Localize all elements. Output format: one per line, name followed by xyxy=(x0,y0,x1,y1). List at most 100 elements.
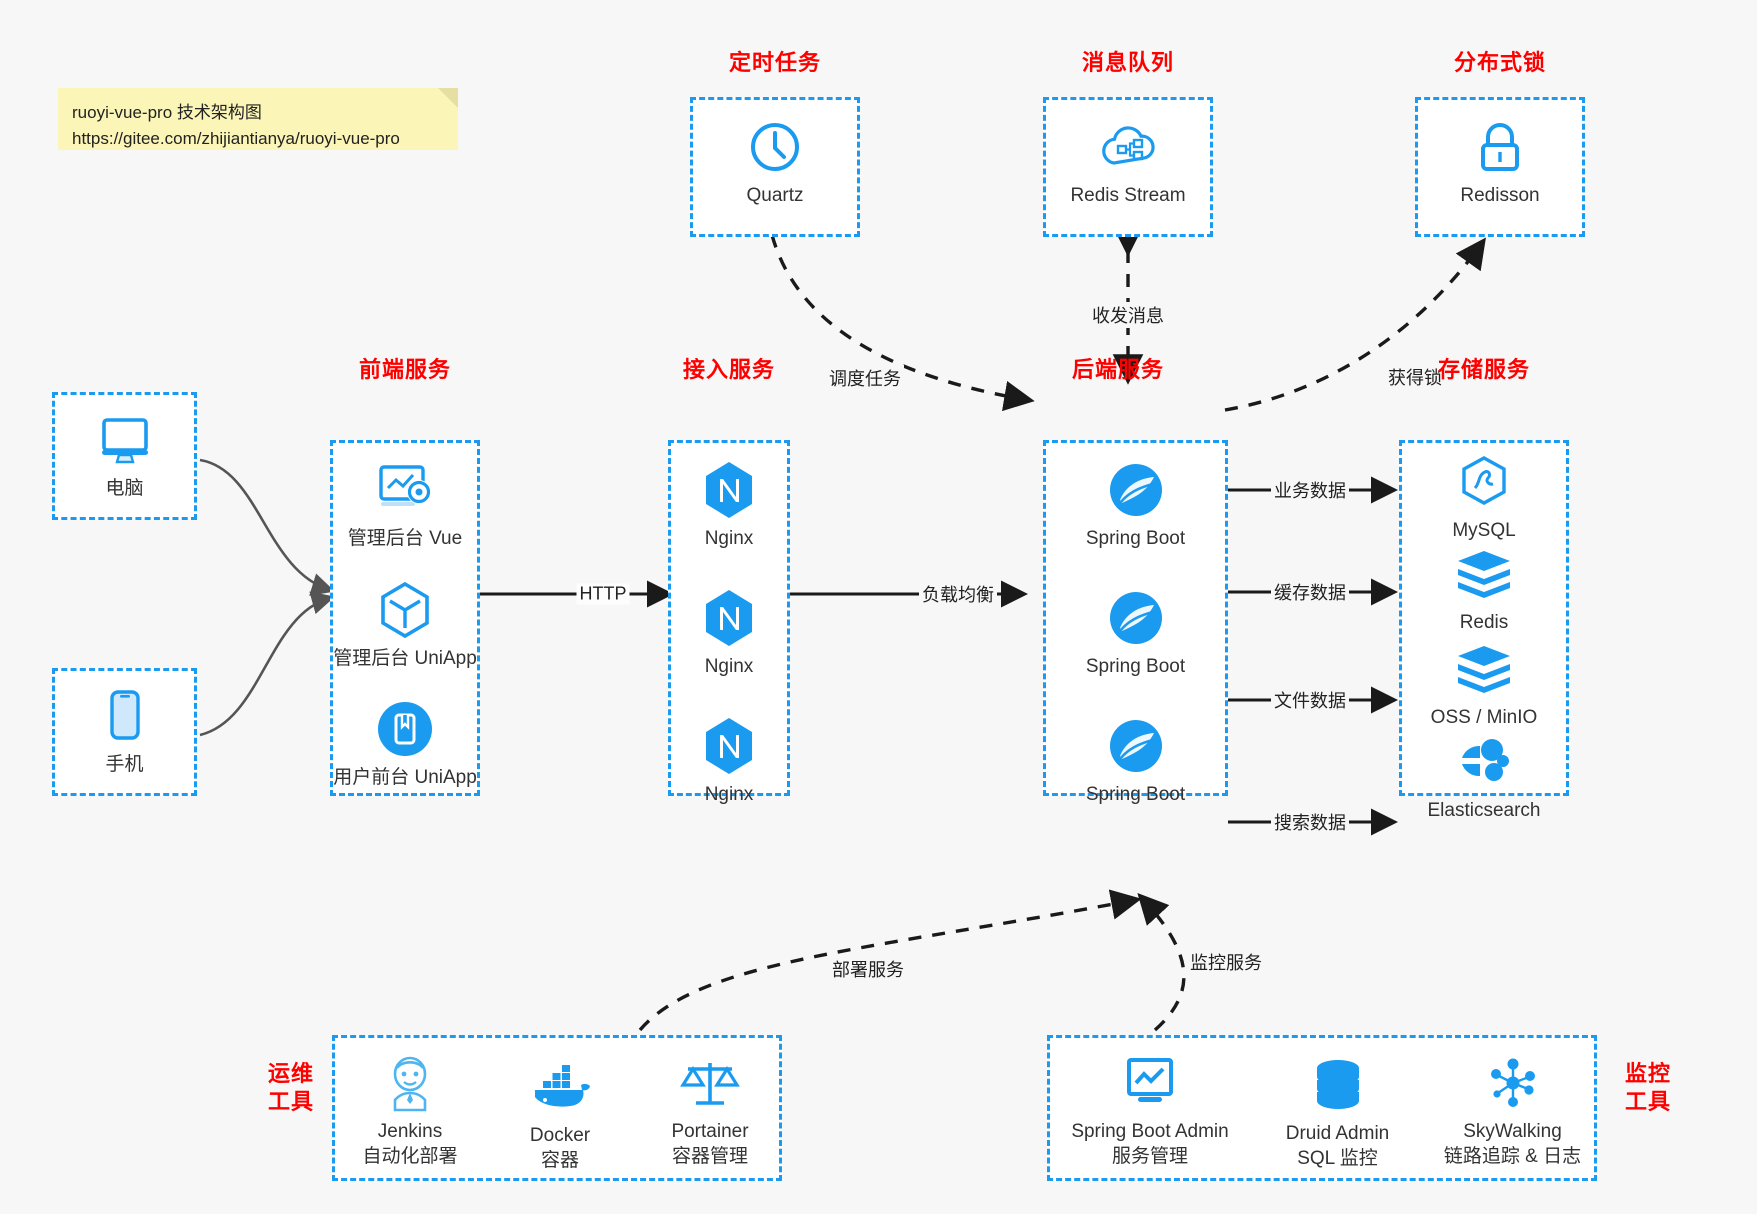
hex-cube-icon xyxy=(333,579,477,641)
node-redisson[interactable]: Redisson xyxy=(1418,116,1582,208)
node-spring-boot-2[interactable]: Spring Boot xyxy=(1046,587,1225,679)
group-title-storage: 存储服务 xyxy=(1437,357,1530,382)
node-label: Spring Boot xyxy=(1085,656,1186,677)
node-docker[interactable]: Docker 容器 xyxy=(485,1056,635,1173)
node-spring-boot-1[interactable]: Spring Boot xyxy=(1046,459,1225,551)
note-line-1: ruoyi-vue-pro 技术架构图 xyxy=(72,103,262,122)
node-druid-admin[interactable]: Druid Admin SQL 监控 xyxy=(1250,1054,1425,1171)
node-spring-boot-admin[interactable]: Spring Boot Admin 服务管理 xyxy=(1050,1052,1250,1169)
node-label: Elasticsearch xyxy=(1427,800,1541,821)
node-sublabel: 链路追踪 & 日志 xyxy=(1443,1145,1582,1167)
node-label: Docker xyxy=(529,1125,591,1146)
node-skywalking[interactable]: SkyWalking 链路追踪 & 日志 xyxy=(1425,1052,1600,1169)
node-mysql[interactable]: MySQL xyxy=(1402,451,1566,543)
monitor-chart-icon xyxy=(1050,1052,1250,1114)
group-title-monitor-line-1: 监控 xyxy=(1624,1061,1671,1086)
group-title-gateway: 接入服务 xyxy=(682,357,775,382)
group-title-frontend: 前端服务 xyxy=(358,357,451,382)
edge-label-http: HTTP xyxy=(576,583,630,605)
edge-label-monitor-service: 监控服务 xyxy=(1187,949,1265,975)
node-label: Quartz xyxy=(746,185,804,206)
node-sublabel: 容器管理 xyxy=(671,1145,748,1167)
node-sublabel: SQL 监控 xyxy=(1297,1147,1378,1169)
node-label: 手机 xyxy=(105,754,144,775)
node-sublabel: 服务管理 xyxy=(1111,1145,1188,1167)
docker-icon xyxy=(485,1056,635,1118)
group-title-monitor-line-2: 工具 xyxy=(1624,1088,1671,1114)
node-phone[interactable]: 手机 xyxy=(55,685,194,777)
node-label: Nginx xyxy=(704,784,754,805)
node-pc[interactable]: 电脑 xyxy=(55,409,194,501)
group-title-monitor: 监控 工具 xyxy=(1613,1060,1683,1115)
group-title-devops: 运维 工具 xyxy=(256,1060,326,1115)
node-nginx-1[interactable]: Nginx xyxy=(671,459,787,551)
node-quartz[interactable]: Quartz xyxy=(693,116,857,208)
node-label: Jenkins xyxy=(377,1121,443,1142)
edge-label-file-data: 文件数据 xyxy=(1271,687,1349,713)
edge-label-acquire-lock: 获得锁 xyxy=(1385,364,1445,390)
app-square-icon xyxy=(333,698,477,760)
spring-boot-icon xyxy=(1046,459,1225,521)
node-label: OSS / MinIO xyxy=(1430,707,1538,728)
edge-label-cache-data: 缓存数据 xyxy=(1271,579,1349,605)
node-label: Redis Stream xyxy=(1070,185,1186,206)
group-box-client-pc: 电脑 xyxy=(52,392,197,520)
spring-boot-icon xyxy=(1046,715,1225,777)
cloud-stream-icon xyxy=(1046,116,1210,178)
group-box-frontend: 管理后台 Vue 管理后台 UniApp 用户前台 UniApp xyxy=(330,440,480,796)
node-label: Redisson xyxy=(1460,185,1540,206)
monitor-icon xyxy=(55,409,194,471)
edge-label-business-data: 业务数据 xyxy=(1271,477,1349,503)
nginx-icon xyxy=(671,587,787,649)
group-box-lock: Redisson xyxy=(1415,97,1585,237)
mysql-icon xyxy=(1402,451,1566,513)
group-box-client-phone: 手机 xyxy=(52,668,197,796)
node-label: 管理后台 UniApp xyxy=(333,648,477,669)
group-title-backend: 后端服务 xyxy=(1071,357,1164,382)
node-redis-stream[interactable]: Redis Stream xyxy=(1046,116,1210,208)
clock-icon xyxy=(693,116,857,178)
note-line-2: https://gitee.com/zhijiantianya/ruoyi-vu… xyxy=(72,129,400,149)
edge-label-send-recv-msg: 收发消息 xyxy=(1089,302,1167,328)
group-title-mq: 消息队列 xyxy=(1081,50,1174,75)
node-label: Redis xyxy=(1459,612,1509,633)
note-fold-corner xyxy=(438,88,458,108)
group-box-mq: Redis Stream xyxy=(1043,97,1213,237)
nginx-icon xyxy=(671,459,787,521)
group-box-gateway: Nginx Nginx Nginx xyxy=(668,440,790,805)
edge-label-deploy-service: 部署服务 xyxy=(829,956,907,982)
scales-icon xyxy=(635,1052,785,1114)
spring-boot-icon xyxy=(1046,587,1225,649)
node-label: 用户前台 UniApp xyxy=(333,767,477,788)
node-nginx-2[interactable]: Nginx xyxy=(671,587,787,679)
group-title-devops-line-2: 工具 xyxy=(267,1088,314,1114)
node-nginx-3[interactable]: Nginx xyxy=(671,715,787,807)
group-title-scheduler: 定时任务 xyxy=(728,50,821,75)
node-sublabel: 自动化部署 xyxy=(362,1145,458,1167)
redis-icon xyxy=(1402,638,1566,700)
group-title-devops-line-1: 运维 xyxy=(267,1061,314,1086)
diagram-note: ruoyi-vue-pro 技术架构图 https://gitee.com/zh… xyxy=(58,88,458,150)
node-portainer[interactable]: Portainer 容器管理 xyxy=(635,1052,785,1169)
node-redis[interactable]: Redis xyxy=(1402,543,1566,635)
node-jenkins[interactable]: Jenkins 自动化部署 xyxy=(335,1052,485,1169)
node-oss-minio[interactable]: OSS / MinIO xyxy=(1402,638,1566,730)
node-elasticsearch[interactable]: Elasticsearch xyxy=(1402,731,1566,823)
node-admin-uniapp[interactable]: 管理后台 UniApp xyxy=(333,579,477,671)
node-admin-vue[interactable]: 管理后台 Vue xyxy=(333,459,477,551)
node-label: 电脑 xyxy=(105,478,144,499)
node-label: Spring Boot xyxy=(1085,784,1186,805)
node-spring-boot-3[interactable]: Spring Boot xyxy=(1046,715,1225,807)
node-label: Spring Boot Admin xyxy=(1071,1121,1229,1142)
group-box-storage: MySQL Redis OSS / MinIO xyxy=(1399,440,1569,821)
edge-label-search-data: 搜索数据 xyxy=(1271,809,1349,835)
lock-icon xyxy=(1418,116,1582,178)
group-box-backend: Spring Boot Spring Boot Spring Boot xyxy=(1043,440,1228,805)
node-label: Portainer xyxy=(671,1121,749,1142)
redis-icon xyxy=(1402,543,1566,605)
edge-monitor-service xyxy=(1137,893,1186,1032)
node-label: MySQL xyxy=(1452,520,1516,541)
group-box-devops: Jenkins 自动化部署 Docker 容器 xyxy=(332,1035,782,1181)
node-user-uniapp[interactable]: 用户前台 UniApp xyxy=(333,698,477,790)
